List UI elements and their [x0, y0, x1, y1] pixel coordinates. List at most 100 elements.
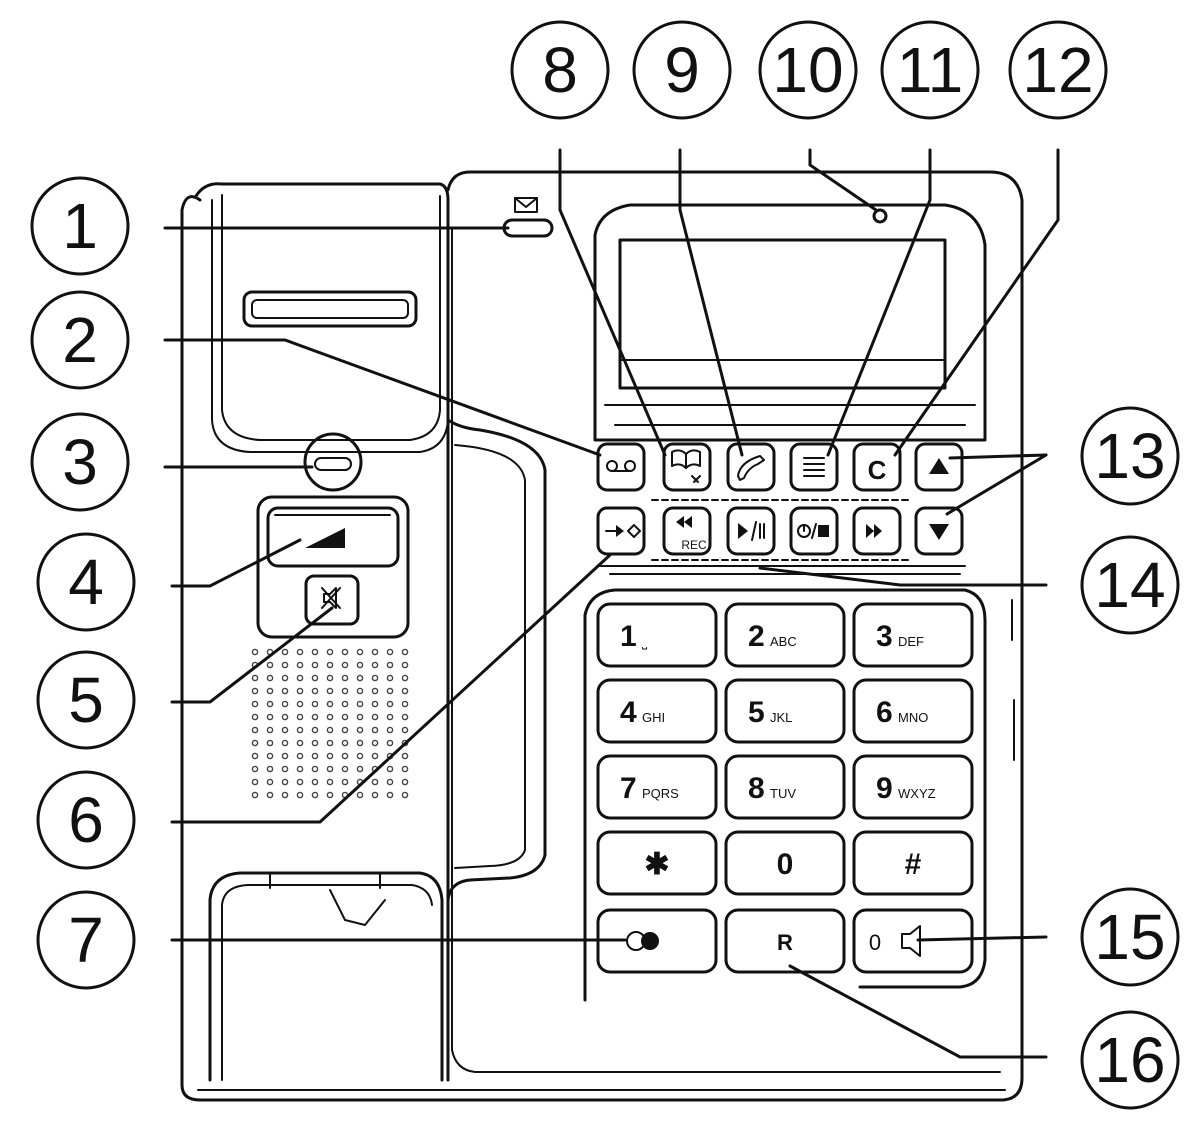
keypad-digit: 1 — [620, 620, 637, 653]
keypad-key-body[interactable] — [852, 678, 974, 744]
callouts: 1 2 3 4 5 6 7 8 9 10 11 12 13 14 15 16 — [30, 20, 1180, 1110]
callout-14-label: 14 — [1094, 549, 1165, 621]
keypad-key[interactable]: 0 — [724, 830, 846, 896]
keypad-key-body[interactable] — [596, 754, 718, 820]
keypad-key-body[interactable] — [596, 678, 718, 744]
grille-hole — [296, 765, 304, 773]
callout-3-label: 3 — [62, 426, 98, 498]
grille-hole — [266, 713, 274, 721]
callout-13-label: 13 — [1094, 420, 1165, 492]
callout-10: 10 — [758, 20, 858, 120]
grille-hole — [371, 726, 379, 734]
grille-hole — [371, 661, 379, 669]
grille-hole — [296, 648, 304, 656]
keypad-key-body[interactable] — [852, 602, 974, 668]
grille-hole — [341, 739, 349, 747]
keypad-key[interactable]: # — [852, 830, 974, 896]
keypad-letters: MNO — [898, 710, 928, 725]
grille-hole — [401, 661, 409, 669]
play-pause-button[interactable] — [726, 506, 776, 556]
grille-hole — [296, 674, 304, 682]
clear-button[interactable] — [852, 442, 902, 492]
grille-hole — [251, 778, 259, 786]
grille-hole — [266, 778, 274, 786]
clear-label: C — [868, 455, 887, 485]
grille-hole — [311, 765, 319, 773]
keypad-key-body[interactable] — [596, 602, 718, 668]
r-button[interactable] — [724, 908, 846, 974]
grille-hole — [281, 765, 289, 773]
grille-hole — [281, 726, 289, 734]
answering-machine-button[interactable] — [596, 442, 646, 492]
grille-hole — [266, 687, 274, 695]
grille-hole — [296, 687, 304, 695]
grille-hole — [326, 726, 334, 734]
grille-hole — [296, 778, 304, 786]
keypad-key-body[interactable] — [724, 678, 846, 744]
menu-button[interactable] — [789, 442, 839, 492]
grille-hole — [266, 661, 274, 669]
grille-hole — [251, 791, 259, 799]
grille-hole — [386, 687, 394, 695]
r-label: R — [777, 930, 793, 955]
callout-11-label: 11 — [897, 34, 963, 106]
hook-switch[interactable] — [303, 432, 363, 492]
callout-11: 11 — [880, 20, 980, 120]
grille-hole — [356, 739, 364, 747]
arrow-down-icon — [929, 524, 949, 540]
keypad-key[interactable]: ✱ — [596, 830, 718, 896]
grille-hole — [296, 791, 304, 799]
keypad-key-body[interactable] — [852, 754, 974, 820]
rewind-rec-button[interactable] — [662, 506, 712, 556]
grille-hole — [341, 713, 349, 721]
grille-hole — [311, 700, 319, 708]
envelope-icon — [514, 197, 538, 213]
phonebook-icon — [671, 449, 701, 483]
keypad-key-body[interactable] — [724, 830, 846, 896]
keypad-digit: 7 — [620, 772, 637, 805]
grille-hole — [311, 674, 319, 682]
keypad-key-body[interactable] — [852, 830, 974, 896]
voicemail-icon — [606, 460, 636, 472]
grille-hole — [311, 713, 319, 721]
grille-hole — [401, 674, 409, 682]
speaker-button[interactable] — [852, 908, 974, 974]
grille-hole — [401, 778, 409, 786]
grille-hole — [371, 713, 379, 721]
leader-lines — [163, 148, 1060, 1059]
grille-hole — [341, 726, 349, 734]
keypad-key-body[interactable] — [724, 754, 846, 820]
grille-hole — [371, 700, 379, 708]
keypad-key[interactable]: 1⎵ — [596, 602, 718, 668]
fast-forward-icon — [866, 524, 882, 538]
grille-hole — [371, 752, 379, 760]
grille-hole — [266, 752, 274, 760]
grille-hole — [266, 700, 274, 708]
keypad-digit: 4 — [620, 696, 637, 729]
grille-hole — [356, 700, 364, 708]
grille-hole — [401, 648, 409, 656]
function-row-bottom: REC — [596, 499, 966, 575]
grille-hole — [266, 765, 274, 773]
callout-2-label: 2 — [62, 304, 98, 376]
grille-hole — [326, 713, 334, 721]
callout-6: 6 — [36, 770, 136, 870]
callout-5: 5 — [36, 650, 136, 750]
callout-3: 3 — [30, 412, 130, 512]
keypad-key-body[interactable] — [724, 602, 846, 668]
keypad-key-body[interactable] — [596, 830, 718, 896]
grille-hole — [401, 700, 409, 708]
play-pause-icon — [738, 521, 765, 541]
callout-14: 14 — [1080, 535, 1180, 635]
grille-hole — [281, 687, 289, 695]
